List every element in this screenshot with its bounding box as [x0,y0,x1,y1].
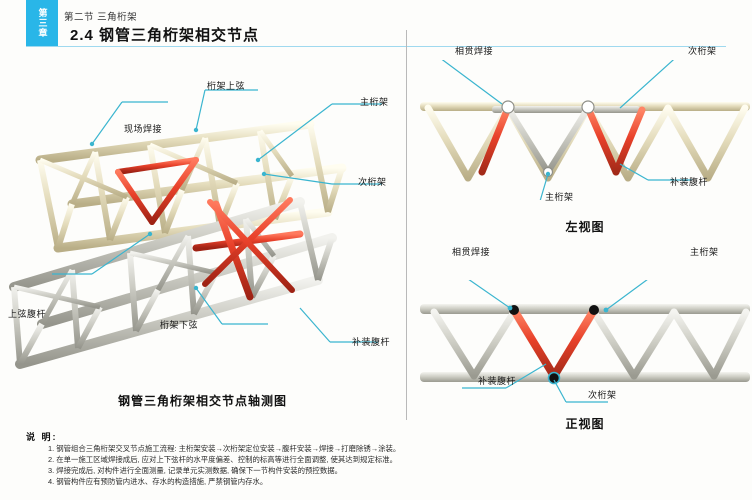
leader-lines [52,89,382,343]
note-item: 3. 焊接完成后, 对构件进行全面测量, 记录单元实测数据, 确保下一节构件安装… [48,466,342,475]
added-web-highlight [115,157,304,301]
header-divider [26,46,726,47]
label-truss-top-chord: 桁架上弦 [207,81,246,91]
axonometric-caption: 钢管三角桁架相交节点轴测图 [117,394,287,408]
left-view-drawing [420,60,750,200]
note-item: 4. 钢管构件应有预防管内进水、存水的构造措施, 严禁钢管内存水。 [48,477,268,486]
label-lv-secondary-truss: 次桁架 [688,46,717,56]
web-members [424,104,749,182]
added-web-red [478,104,646,176]
notes-section: 说 明: 1. 钢管组合三角桁架交叉节点施工流程: 主桁架安装→次桁架定位安装→… [26,430,466,487]
front-view-drawing [420,280,750,403]
front-view-caption: 正视图 [565,417,605,431]
leader-lines [462,280,648,403]
leader-dots [89,127,267,291]
label-field-weld: 现场焊接 [124,124,163,134]
main-chord-bar [492,106,640,113]
label-truss-bottom-chord: 桁架下弦 [160,320,199,330]
panel-divider [406,30,407,420]
notes-title: 说 明: [26,432,58,442]
label-fv-secondary-truss: 次桁架 [588,390,617,400]
label-fv-main-truss: 主桁架 [690,247,719,257]
note-item: 1. 钢管组合三角桁架交叉节点施工流程: 主桁架安装→次桁架定位安装→腹杆安装→… [48,444,401,453]
label-top-chord-web: 上弦腹杆 [8,309,47,319]
label-main-truss: 主桁架 [360,97,389,107]
leader-dots [507,305,609,313]
weld-node-icon [589,305,599,315]
label-secondary-truss: 次桁架 [358,177,387,187]
weld-node-icon [547,371,561,385]
chapter-tab: 第三章 [26,0,58,46]
axonometric-drawing [9,89,382,369]
leader-lines [441,60,692,200]
label-lv-intersect-weld: 相贯焊接 [455,46,494,56]
label-fv-intersect-weld: 相贯焊接 [452,247,491,257]
section-label: 第二节 三角桁架 [64,12,138,23]
page-title: 2.4 钢管三角桁架相交节点 [70,27,260,44]
weld-node-icon [581,100,595,114]
main-truss-member [9,197,337,369]
label-added-web: 补装腹杆 [352,337,391,347]
label-lv-main-truss: 主桁架 [545,192,574,202]
label-fv-added-web: 补装腹杆 [478,376,517,386]
leader-dots [545,171,551,177]
left-view-caption: 左视图 [565,220,605,234]
weld-node-icon [501,100,515,114]
bottom-chord-bar [420,372,750,382]
label-lv-added-web: 补装腹杆 [670,177,709,187]
added-web-red [510,306,598,380]
node-verticals [505,105,591,175]
note-item: 2. 在单一施工区域焊接成后, 应对上下弦杆的水平度偏差、控制的标高等进行全面调… [48,455,398,464]
